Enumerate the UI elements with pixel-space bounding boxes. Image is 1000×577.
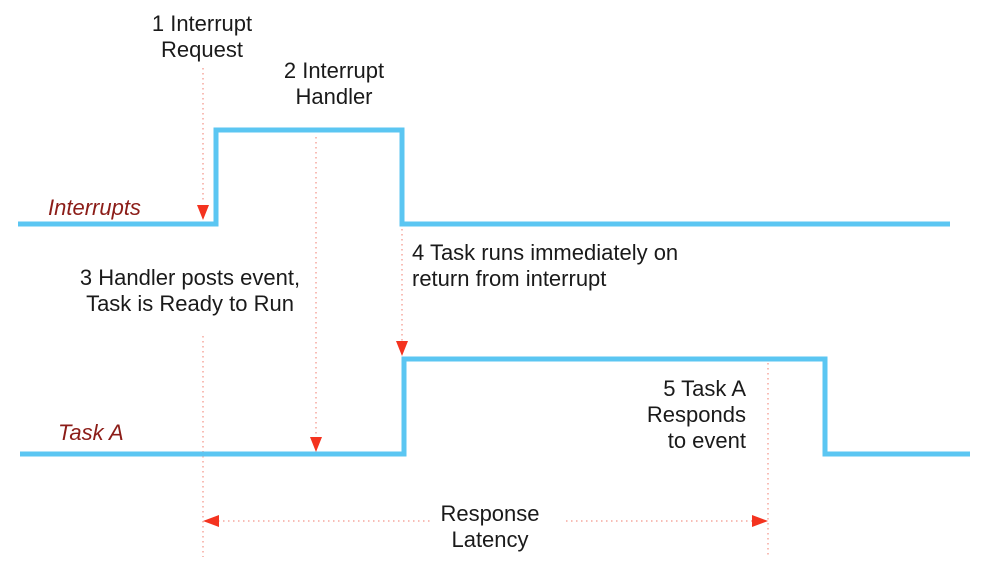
annotation-step2-interrupt-handler: 2 Interrupt Handler xyxy=(283,58,385,109)
latency-right-arrowhead-icon xyxy=(752,515,768,527)
annotation-step4-task-runs: 4 Task runs immediately on return from i… xyxy=(412,240,679,291)
task-ready-arrow-icon xyxy=(310,437,322,452)
annotation-step3-handler-posts-event: 3 Handler posts event, Task is Ready to … xyxy=(79,265,301,316)
annotation-response-latency: Response Latency xyxy=(440,501,540,552)
task-a-signal-trace xyxy=(20,356,970,457)
latency-left-arrowhead-icon xyxy=(203,515,219,527)
task-a-signal-label: Task A xyxy=(58,420,124,445)
interrupt-request-arrow-icon xyxy=(197,205,209,220)
annotation-step1-interrupt-request: 1 Interrupt Request xyxy=(151,11,253,62)
task-runs-arrow-icon xyxy=(396,341,408,356)
interrupts-signal-label: Interrupts xyxy=(48,195,141,220)
annotation-step5-task-responds: 5 Task A Responds to event xyxy=(646,376,746,453)
interrupts-signal-trace xyxy=(18,127,950,227)
